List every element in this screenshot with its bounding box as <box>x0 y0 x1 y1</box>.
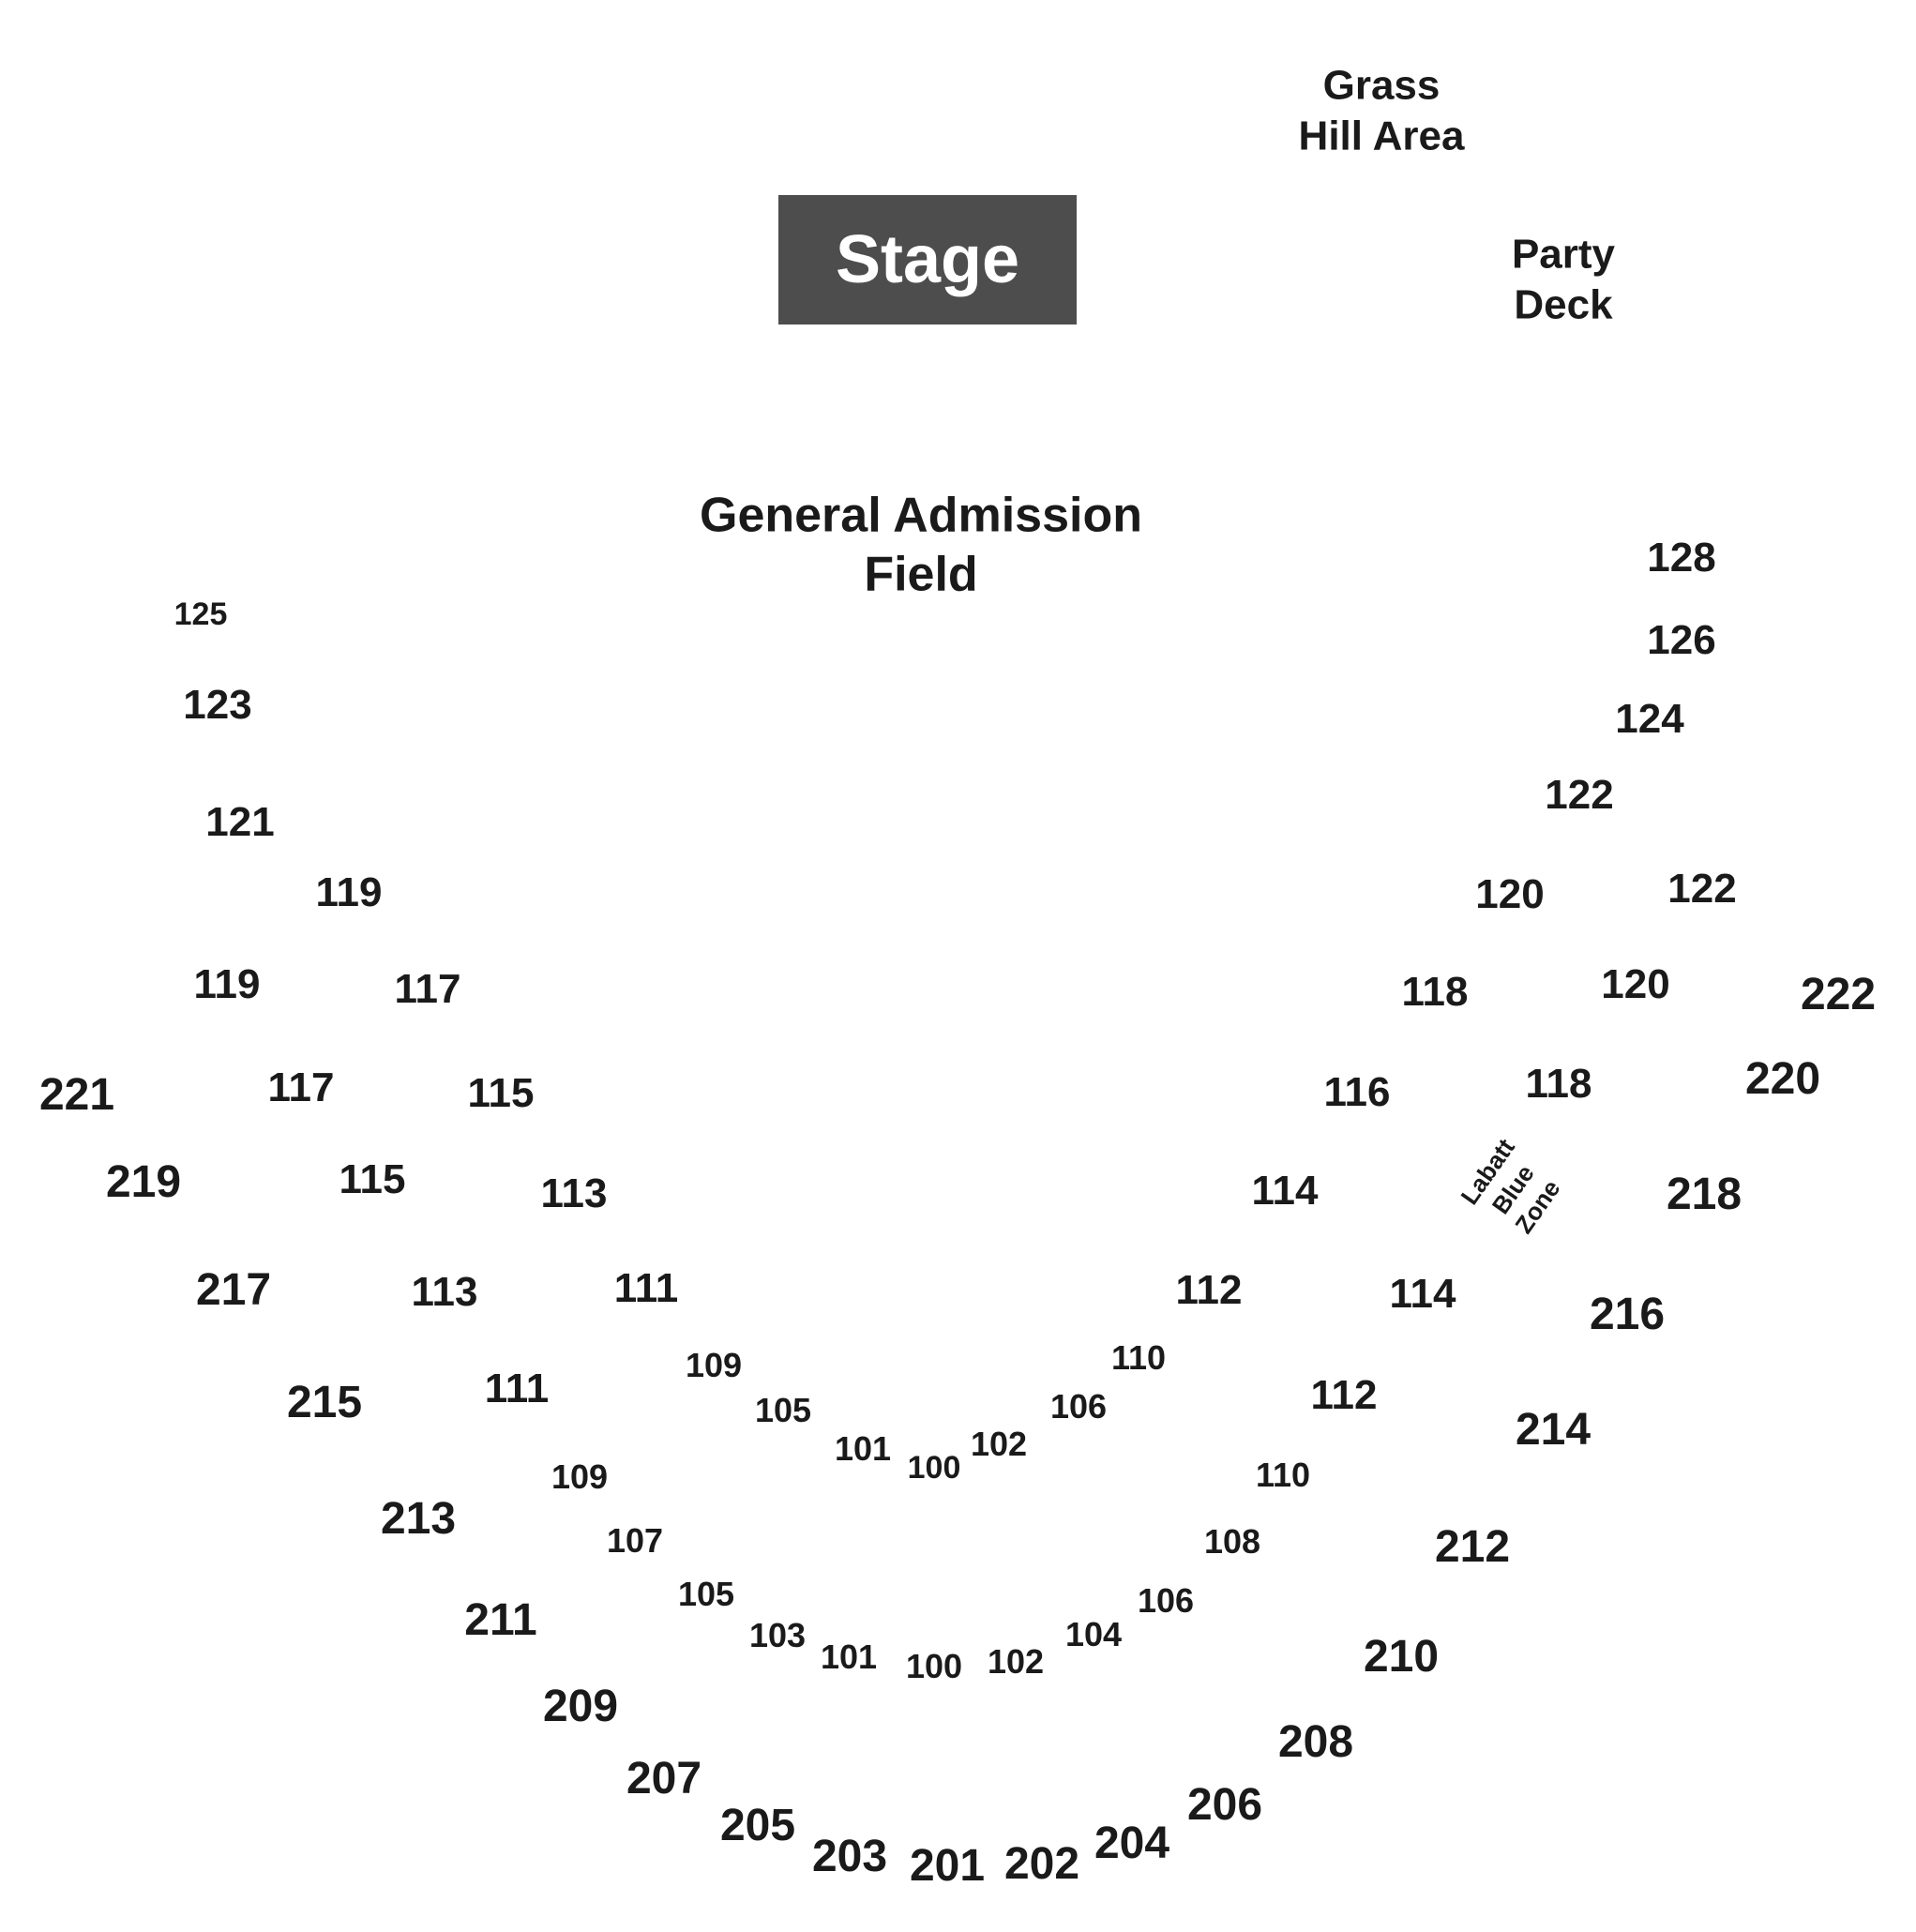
section-112-label: 112 <box>1175 1267 1243 1313</box>
section-205-label: 205 <box>719 1801 796 1850</box>
section-110-label: 110 <box>1110 1338 1167 1377</box>
general-admission-field-label: General Admission Field <box>700 488 1142 602</box>
section-210-label: 210 <box>1363 1632 1440 1682</box>
section-117-label: 117 <box>267 1064 335 1110</box>
labatt-blue-zone-label: Labatt Blue Zone <box>1455 1133 1566 1239</box>
section-118-label: 118 <box>1525 1061 1592 1107</box>
section-202-label: 202 <box>1003 1839 1080 1889</box>
section-214-label: 214 <box>1515 1405 1592 1455</box>
section-115-label: 115 <box>467 1070 535 1116</box>
section-207-label: 207 <box>626 1754 702 1804</box>
section-211-label: 211 <box>464 1595 537 1645</box>
section-106-label: 106 <box>1049 1387 1108 1426</box>
section-220-label: 220 <box>1744 1054 1821 1104</box>
party-deck-label: Party Deck <box>1511 231 1616 327</box>
section-122-label: 122 <box>1667 866 1737 912</box>
section-113-label: 113 <box>411 1269 478 1315</box>
section-111-label: 111 <box>484 1366 550 1411</box>
section-119-label: 119 <box>193 961 261 1007</box>
section-123-label: 123 <box>183 682 252 728</box>
section-119-label: 119 <box>315 869 383 915</box>
section-105-label: 105 <box>754 1391 812 1429</box>
section-217-label: 217 <box>195 1265 272 1315</box>
section-120-label: 120 <box>1601 961 1670 1007</box>
section-215-label: 215 <box>286 1378 363 1427</box>
section-113-label: 113 <box>540 1170 608 1216</box>
section-122-label: 122 <box>1545 772 1614 818</box>
stage: Stage <box>778 195 1077 325</box>
section-101-label: 101 <box>834 1429 892 1468</box>
section-209-label: 209 <box>542 1682 619 1731</box>
section-124-label: 124 <box>1615 696 1684 742</box>
section-221-label: 221 <box>38 1070 115 1120</box>
section-102-label: 102 <box>987 1642 1045 1681</box>
section-103-label: 103 <box>748 1616 807 1654</box>
section-118-label: 118 <box>1401 969 1469 1015</box>
section-111-label: 111 <box>613 1265 679 1311</box>
section-102-label: 102 <box>970 1425 1028 1463</box>
section-201-label: 201 <box>909 1841 986 1891</box>
section-105-label: 105 <box>677 1575 735 1613</box>
section-203-label: 203 <box>811 1832 888 1881</box>
section-213-label: 213 <box>380 1494 457 1544</box>
section-100-label: 100 <box>905 1647 963 1685</box>
section-212-label: 212 <box>1434 1522 1511 1572</box>
section-222-label: 222 <box>1800 970 1877 1019</box>
stage-label: Stage <box>835 222 1020 297</box>
section-109-label: 109 <box>685 1346 743 1384</box>
section-216-label: 216 <box>1589 1290 1666 1339</box>
section-218-label: 218 <box>1666 1170 1743 1219</box>
section-128-label: 128 <box>1647 535 1716 581</box>
section-115-label: 115 <box>339 1156 406 1202</box>
section-104-label: 104 <box>1064 1615 1123 1653</box>
section-125-label: 125 <box>173 596 228 632</box>
section-112-label: 112 <box>1310 1372 1378 1418</box>
section-108-label: 108 <box>1203 1522 1261 1561</box>
section-100-label: 100 <box>907 1450 961 1486</box>
section-206-label: 206 <box>1186 1780 1263 1830</box>
section-208-label: 208 <box>1277 1717 1354 1767</box>
section-106-label: 106 <box>1137 1581 1195 1620</box>
section-121-label: 121 <box>205 799 275 845</box>
grass-hill-area-label: Grass Hill Area <box>1298 62 1465 158</box>
section-116-label: 116 <box>1323 1069 1391 1115</box>
section-120-label: 120 <box>1475 871 1545 917</box>
section-219-label: 219 <box>105 1157 182 1207</box>
section-109-label: 109 <box>551 1457 609 1496</box>
section-110-label: 110 <box>1255 1456 1311 1494</box>
section-107-label: 107 <box>606 1521 664 1560</box>
section-126-label: 126 <box>1647 617 1716 663</box>
section-117-label: 117 <box>394 966 461 1012</box>
section-114-label: 114 <box>1389 1271 1456 1317</box>
section-101-label: 101 <box>820 1638 878 1676</box>
section-204-label: 204 <box>1094 1819 1170 1868</box>
section-114-label: 114 <box>1251 1168 1319 1214</box>
